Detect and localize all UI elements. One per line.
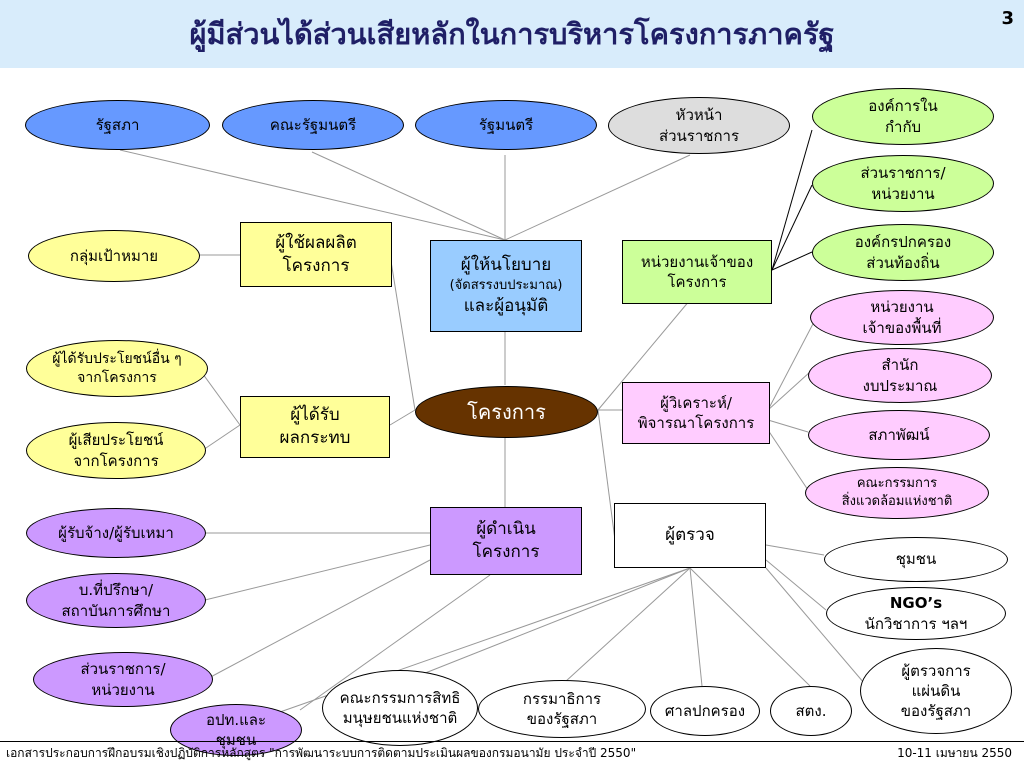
node-area-agency: หน่วยงาน เจ้าของพื้นที่	[810, 290, 994, 345]
node-auditors: ผู้ตรวจ	[614, 503, 766, 568]
node-admin-court: ศาลปกครอง	[650, 686, 760, 736]
connector-line	[389, 254, 416, 411]
connector-line	[771, 184, 813, 271]
connector-line	[597, 299, 691, 411]
connector-line	[204, 559, 431, 681]
node-parliament: รัฐสภา	[25, 100, 210, 150]
connector-line	[767, 371, 811, 411]
node-ngo: NGO’s นักวิชาการ ฯลฯ	[826, 587, 1006, 640]
page-number: 3	[1001, 8, 1014, 29]
node-oag: สตง.	[770, 686, 852, 736]
node-human-rights: คณะกรรมการสิทธิ มนุษยชนแห่งชาติ	[322, 670, 478, 746]
connector-line	[311, 151, 506, 241]
connector-line	[771, 251, 813, 271]
node-other-beneficiaries: ผู้ได้รับประโยชน์อื่น ๆ จากโครงการ	[26, 340, 208, 397]
connector-line	[765, 567, 871, 691]
node-local-gov: องค์กรปกครอง ส่วนท้องถิ่น	[812, 224, 994, 281]
connector-line	[597, 409, 616, 541]
connector-line	[389, 409, 416, 426]
node-output-users: ผู้ใช้ผลผลิต โครงการ	[240, 222, 392, 287]
node-minister: รัฐมนตรี	[415, 100, 597, 150]
connector-line	[771, 129, 813, 271]
connector-line	[199, 424, 241, 453]
node-losers: ผู้เสียประโยชน์ จากโครงการ	[26, 422, 206, 479]
connector-line	[689, 567, 811, 687]
node-state-audit: ผู้ตรวจการ แผ่นดิน ของรัฐสภา	[860, 648, 1012, 734]
node-regulator: องค์การใน กำกับ	[812, 88, 994, 145]
connector-line	[504, 154, 691, 241]
page-title: ผู้มีส่วนได้ส่วนเสียหลักในการบริหารโครงก…	[189, 17, 835, 51]
node-senate-committee: กรรมาธิการ ของรัฐสภา	[478, 680, 646, 738]
connector-line	[299, 574, 491, 711]
connector-line	[767, 429, 809, 491]
connector-line	[564, 567, 691, 683]
node-analysts: ผู้วิเคราะห์/ พิจารณาโครงการ	[622, 382, 770, 444]
node-project: โครงการ	[415, 386, 598, 438]
footer-divider	[0, 741, 1024, 742]
connector-line	[767, 319, 816, 411]
connector-line	[767, 419, 809, 433]
node-project-owner: หน่วยงานเจ้าของ โครงการ	[622, 240, 772, 304]
node-env-committee: คณะกรรมการ สิ่งแวดล้อมแห่งชาติ	[805, 467, 989, 519]
node-implementers: ผู้ดำเนิน โครงการ	[430, 507, 582, 575]
node-contractor: ผู้รับจ้าง/ผู้รับเหมา	[26, 508, 206, 558]
node-community: ชุมชน	[824, 537, 1008, 582]
node-affected: ผู้ได้รับ ผลกระทบ	[240, 396, 390, 458]
footer-document-note: เอกสารประกอบการฝึกอบรมเชิงปฏิบัติการหลัก…	[6, 746, 637, 760]
node-agency-head: หัวหน้า ส่วนราชการ	[608, 97, 790, 154]
connector-line	[199, 369, 241, 426]
node-gov-unit-left: ส่วนราชการ/ หน่วยงาน	[33, 652, 213, 707]
connector-line	[204, 544, 431, 601]
node-budget-bureau: สำนัก งบประมาณ	[808, 348, 992, 403]
node-consultant: บ.ที่ปรึกษา/ สถาบันการศึกษา	[26, 573, 206, 628]
connector-line	[119, 149, 506, 241]
title-banner	[0, 0, 1024, 68]
node-policy-makers: ผู้ให้นโยบาย (จัดสรรงบประมาณ) และผู้อนุม…	[430, 240, 582, 332]
footer-date: 10-11 เมษายน 2550	[897, 746, 1012, 760]
node-nesdb: สภาพัฒน์	[808, 410, 990, 460]
connector-line	[765, 544, 825, 556]
node-gov-unit-right: ส่วนราชการ/ หน่วยงาน	[812, 155, 994, 212]
node-cabinet: คณะรัฐมนตรี	[222, 100, 404, 150]
node-local-admin: อปท.และ ชุมชน	[170, 704, 302, 756]
connector-line	[765, 559, 827, 611]
node-target-group: กลุ่มเป้าหมาย	[28, 230, 200, 282]
connector-line	[689, 567, 703, 687]
connector-line	[394, 567, 691, 686]
